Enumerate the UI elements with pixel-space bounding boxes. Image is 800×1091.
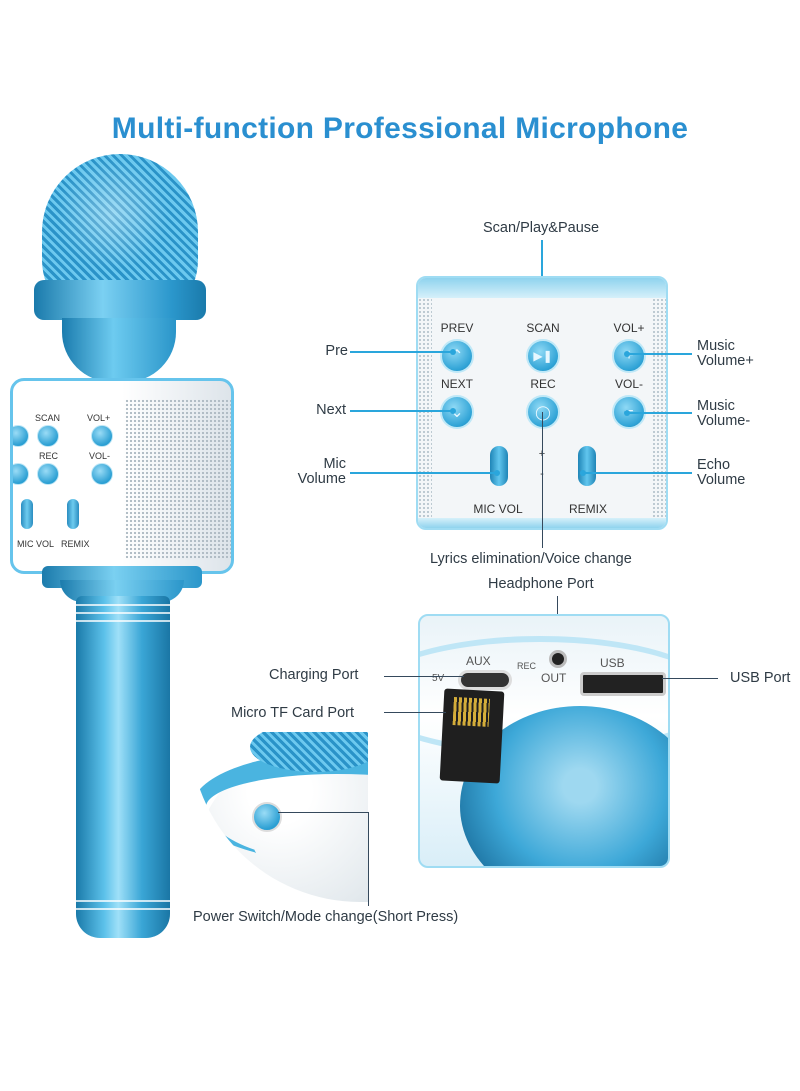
mini-prev-button: [13, 425, 29, 447]
mini-mic-vol-slider: [21, 499, 33, 529]
remix-slider: [578, 446, 596, 486]
mic-body-scan-label: SCAN: [35, 413, 61, 423]
panel-volminus-label: VOL-: [614, 377, 643, 391]
mini-volminus-button: [91, 463, 113, 485]
callout-headphone-port: Headphone Port: [488, 576, 594, 592]
page-title: Multi-function Professional Microphone: [111, 112, 689, 145]
port-out-label: OUT: [541, 671, 567, 685]
mic-body-volplus-label: VOL+: [87, 413, 111, 423]
panel-remix-label: REMIX: [568, 502, 607, 516]
panel-next-label: NEXT: [440, 377, 473, 391]
headphone-jack: [549, 650, 567, 668]
mic-body-micvol-label: MIC VOL: [17, 539, 55, 549]
mic-handle: [76, 596, 170, 938]
mini-volplus-button: [91, 425, 113, 447]
prev-button: ⌃: [440, 339, 474, 373]
port-aux-label: AUX: [466, 654, 491, 668]
port-usb-label: USB: [600, 656, 625, 670]
callout-music-volume-plus: Music Volume+: [697, 338, 754, 369]
panel-scan-label: SCAN: [526, 321, 560, 335]
panel-prev-label: PREV: [440, 321, 474, 335]
power-switch-closeup: SCAN: [190, 732, 368, 902]
panel-volplus-label: VOL+: [613, 321, 645, 335]
callout-scan-play-pause: Scan/Play&Pause: [483, 220, 600, 236]
callout-micro-tf-card-port: Micro TF Card Port: [231, 705, 355, 721]
mini-rec-button: [37, 463, 59, 485]
mini-scan-button: [37, 425, 59, 447]
panel-rec-label: REC: [530, 377, 556, 391]
usb-port: [580, 672, 666, 696]
panel-minus-mark: -: [512, 468, 572, 480]
scan-play-pause-button: ▶❚: [526, 339, 560, 373]
mic-body-volminus-label: VOL-: [89, 451, 111, 461]
callout-usb-port: USB Port: [730, 670, 791, 686]
callout-music-volume-minus: Music Volume-: [697, 398, 751, 429]
speaker-mesh: [125, 399, 231, 559]
mic-volume-slider: [490, 446, 508, 486]
mic-body-rec-label: REC: [39, 451, 59, 461]
charging-port: [458, 670, 512, 690]
callout-next: Next: [316, 402, 346, 418]
callout-lyrics-elimination: Lyrics elimination/Voice change: [430, 551, 632, 567]
port-rec-label: REC: [517, 661, 537, 671]
mic-neck: [62, 318, 176, 382]
next-button: ⌄: [440, 395, 474, 429]
microphone-icon: ◯: [535, 404, 551, 421]
panel-micvol-label: MIC VOL: [473, 502, 523, 516]
mini-remix-slider: [67, 499, 79, 529]
callout-echo-volume: Echo Volume: [697, 457, 746, 488]
rec-button: ◯: [526, 395, 560, 429]
power-switch-button: [252, 802, 282, 832]
mic-control-body: SCAN VOL+ REC VOL- MIC VOL REMIX: [10, 378, 234, 574]
play-pause-icon: ▶❚: [533, 349, 553, 363]
mini-next-button: [13, 463, 29, 485]
callout-power-switch: Power Switch/Mode change(Short Press): [193, 909, 459, 925]
mic-collar: [34, 280, 206, 320]
mic-body-remix-label: REMIX: [61, 539, 90, 549]
callout-mic-volume: Mic Volume: [297, 456, 346, 487]
callout-pre: Pre: [325, 343, 348, 359]
port-5v-label: 5V: [432, 673, 445, 684]
micro-tf-card: [439, 688, 505, 784]
callout-charging-port: Charging Port: [269, 667, 359, 683]
